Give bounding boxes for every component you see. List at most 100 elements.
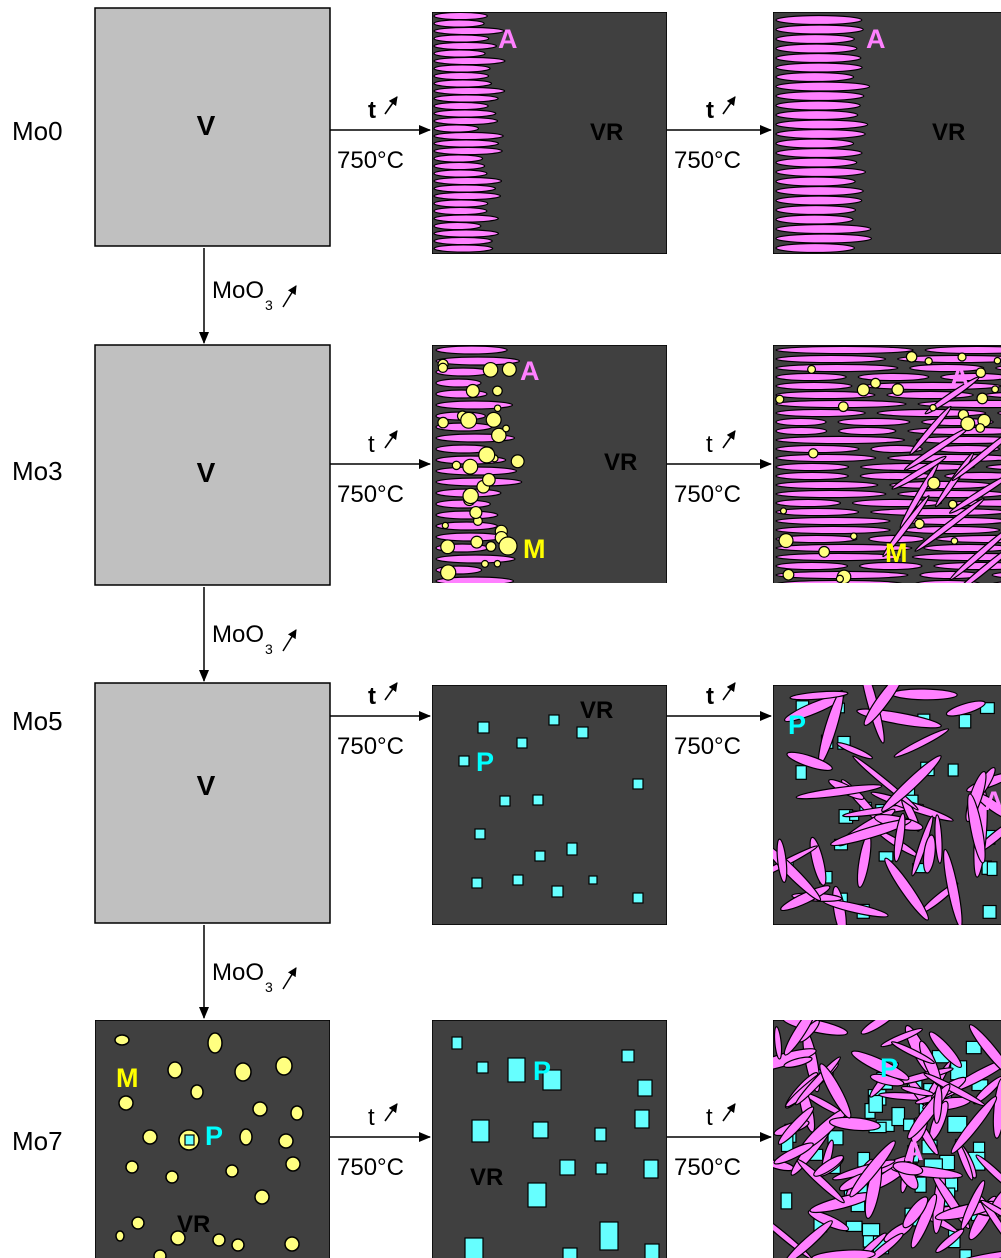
austenite-needle [890,1041,935,1065]
austenite-lamella [775,14,863,26]
austenite-needle [922,834,936,874]
svg-text:t: t [706,683,714,710]
austenite-needle [967,793,986,864]
molybdate-dot [837,401,849,413]
austenite-needle [935,1228,965,1254]
molybdate-dot [491,427,507,444]
austenite-needle [776,838,788,883]
austenite-lamella [433,94,499,103]
austenite-lamella [775,109,859,121]
precipitate-square [795,765,807,780]
austenite-lamella [775,354,887,364]
austenite-lamella [992,581,1001,583]
austenite-lamella [433,214,499,223]
precipitate-square [566,842,578,856]
austenite-lamella [775,453,877,463]
austenite-needle [796,1159,845,1204]
austenite-lamella [775,345,914,355]
molybdate-dot [437,416,449,429]
austenite-needle [849,1140,896,1198]
molybdate-dot [462,458,479,475]
austenite-lamella [433,19,485,28]
precipitate-square [644,1243,660,1258]
precipitate-square [599,1221,619,1251]
molybdate-dot [960,416,976,432]
austenite-lamella [433,56,506,66]
austenite-needle [780,885,831,912]
austenite-needle [783,1020,818,1056]
austenite-lamella [433,206,488,216]
label-m-mo7: M [116,1063,139,1093]
molybdate-dot [807,364,817,374]
precipitate-square [780,1192,793,1210]
precipitate-square [576,726,589,739]
austenite-needle [942,848,963,925]
precipitate-square [499,795,511,807]
precipitate-square [868,1094,884,1113]
glass-box-mo3 [94,344,331,586]
austenite-lamellae-mo3-right [775,345,1001,583]
precipitate-square [477,721,490,734]
austenite-lamella [775,166,867,178]
austenite-lamella [433,161,486,171]
molybdate-dot [460,411,478,429]
precipitates-mo7-mid [451,1036,660,1258]
precipitate-square [551,885,564,898]
austenite-lamella [775,242,856,254]
austenite-needle [830,818,912,847]
austenite-lamella [775,507,860,517]
austenite-lamella [775,81,871,92]
austenite-lamella [857,372,930,382]
austenite-lamella [775,138,855,149]
molybdate-dot [440,564,457,581]
molybdate-dot [478,446,496,464]
label-p-mo7-mid: P [533,1056,551,1086]
austenite-needle [882,495,930,558]
austenite-lamella [991,572,1001,578]
label-vr-mo5-mid: VR [580,697,613,724]
austenite-needle [972,1075,1001,1105]
austenite-lamella [775,372,847,382]
precipitate-square [632,778,644,790]
molybdate-dot [492,385,503,397]
austenite-needle [865,1232,904,1258]
austenite-lamella [433,236,493,246]
molybdate-dot [991,385,1000,394]
svg-text:750°C: 750°C [674,1154,741,1181]
svg-text:750°C: 750°C [337,481,404,508]
label-vr-mo0-mid: VR [590,119,623,146]
label-a-mo3-mid: A [520,356,540,386]
molybdate-dot [835,574,845,583]
austenite-needle [851,1050,910,1081]
h-arrows: t 750°C t 750°C t 750°C t 750°C t 750°C … [330,96,772,1181]
austenite-needle [955,542,1001,583]
austenite-lamella [433,109,497,118]
austenite-lamella [775,24,864,35]
austenite-lamella [433,71,490,81]
austenite-lamella [775,90,865,102]
label-p-mo5-mid: P [476,747,494,777]
svg-text:750°C: 750°C [337,733,404,760]
austenite-needle [934,814,943,864]
austenite-lamella [863,381,1001,391]
label-vr-mo7: VR [177,1211,210,1238]
austenite-lamella [433,146,503,156]
molybdate-dot [440,539,456,555]
austenite-lamella [924,345,1001,355]
label-m-mo3-mid: M [523,534,546,564]
austenite-needle [789,690,849,701]
molybdate-dot [782,568,795,581]
svg-text:t: t [706,97,714,124]
austenite-needle [891,455,947,490]
austenite-needle [783,1056,813,1068]
austenite-lamella [433,124,480,133]
austenite-lamella [433,34,490,43]
label-m-mo3-right: M [885,538,908,568]
svg-text:t: t [706,431,713,458]
austenite-lamella [433,184,497,193]
moo3-label-3: MoO 3 [212,959,297,995]
austenite-needle [773,1026,783,1060]
molybdate-dot [437,362,449,373]
svg-text:750°C: 750°C [674,733,741,760]
austenite-lamella [435,521,498,531]
